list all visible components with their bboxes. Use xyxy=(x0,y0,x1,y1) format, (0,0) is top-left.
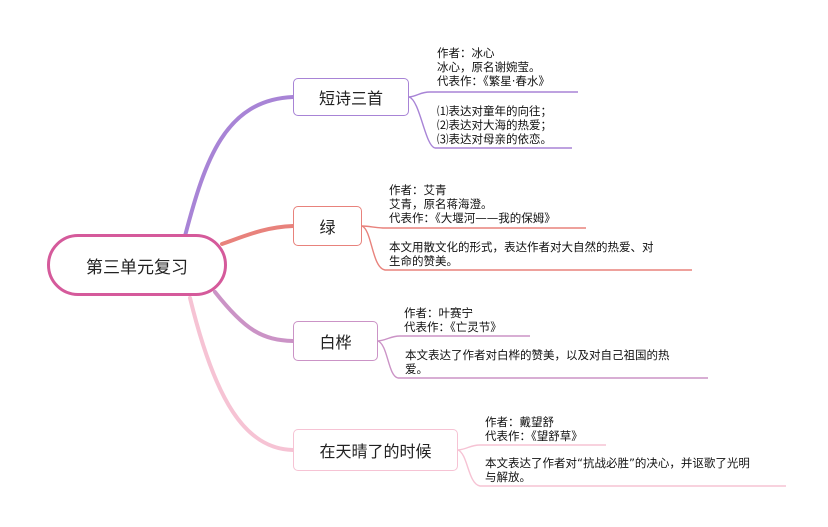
link-root-t2 xyxy=(220,224,295,246)
topic-3-summary: 本文表达了作者对白桦的赞美，以及对自己祖国的热 爱。 xyxy=(405,348,670,376)
topic-4-info: 作者：戴望舒 代表作：《望舒草》 xyxy=(485,415,583,443)
topic-1-summary-line: ⑶表达对母亲的依恋。 xyxy=(437,132,552,146)
link-t4-info xyxy=(457,444,606,451)
topic-label-4: 在天晴了的时候 xyxy=(319,442,432,461)
link-root-t1 xyxy=(183,95,295,238)
topic-label-3: 白桦 xyxy=(319,333,352,352)
link-root-t3 xyxy=(213,290,295,343)
topic-2-info-line: 作者：艾青 xyxy=(389,183,447,197)
topic-3-info-line: 代表作：《亡灵节》 xyxy=(404,320,502,334)
topic-1-info-line: 代表作：《繁星·春水》 xyxy=(437,74,550,88)
link-t1-info xyxy=(408,91,578,98)
link-t2-summary xyxy=(361,225,692,271)
topic-node-1[interactable]: 短诗三首 xyxy=(293,78,409,116)
topic-1-summary: ⑴表达对童年的向往； ⑵表达对大海的热爱； ⑶表达对母亲的依恋。 xyxy=(437,104,552,146)
topic-1-info-line: 作者：冰心 xyxy=(437,46,495,60)
topic-label-2: 绿 xyxy=(319,218,336,237)
link-t4-summary xyxy=(457,449,786,487)
topic-1-summary-line: ⑵表达对大海的热爱； xyxy=(437,118,552,132)
topic-4-info-line: 作者：戴望舒 xyxy=(485,415,554,429)
topic-4-summary: 本文表达了作者对“抗战必胜”的决心，并讴歌了光明 与解放。 xyxy=(485,456,750,484)
topic-2-info-line: 艾青，原名蒋海澄。 xyxy=(389,197,493,211)
topic-node-3[interactable]: 白桦 xyxy=(293,321,378,361)
topic-2-summary: 本文用散文化的形式，表达作者对大自然的热爱、对 生命的赞美。 xyxy=(389,240,654,268)
topic-1-info-line: 冰心，原名谢婉莹。 xyxy=(437,60,541,74)
topic-1-summary-line: ⑴表达对童年的向往； xyxy=(437,104,552,118)
link-t1-summary xyxy=(408,96,572,149)
topic-2-summary-line: 本文用散文化的形式，表达作者对大自然的热爱、对 xyxy=(389,240,654,254)
topic-3-summary-line: 爱。 xyxy=(405,362,428,376)
topic-2-info-line: 代表作：《大堰河——我的保姆》 xyxy=(389,211,556,225)
topic-4-summary-line: 与解放。 xyxy=(485,470,531,484)
topic-2-summary-line: 生命的赞美。 xyxy=(389,254,458,268)
link-root-t4 xyxy=(188,296,295,452)
topic-3-info: 作者：叶赛宁 代表作：《亡灵节》 xyxy=(404,306,502,334)
link-t3-info xyxy=(377,335,530,342)
topic-2-info: 作者：艾青 艾青，原名蒋海澄。 代表作：《大堰河——我的保姆》 xyxy=(389,183,556,225)
topic-label-1: 短诗三首 xyxy=(318,89,383,108)
root-label: 第三单元复习 xyxy=(86,257,188,278)
topic-node-2[interactable]: 绿 xyxy=(293,206,362,246)
topic-3-info-line: 作者：叶赛宁 xyxy=(404,306,473,320)
link-t2-info xyxy=(361,225,586,229)
link-t3-summary xyxy=(377,340,708,379)
topic-4-info-line: 代表作：《望舒草》 xyxy=(485,429,583,443)
topic-4-summary-line: 本文表达了作者对“抗战必胜”的决心，并讴歌了光明 xyxy=(485,456,750,470)
topic-node-4[interactable]: 在天晴了的时候 xyxy=(293,429,458,471)
topic-1-info: 作者：冰心 冰心，原名谢婉莹。 代表作：《繁星·春水》 xyxy=(437,46,550,88)
topic-3-summary-line: 本文表达了作者对白桦的赞美，以及对自己祖国的热 xyxy=(405,348,670,362)
root-node[interactable]: 第三单元复习 xyxy=(47,234,227,296)
